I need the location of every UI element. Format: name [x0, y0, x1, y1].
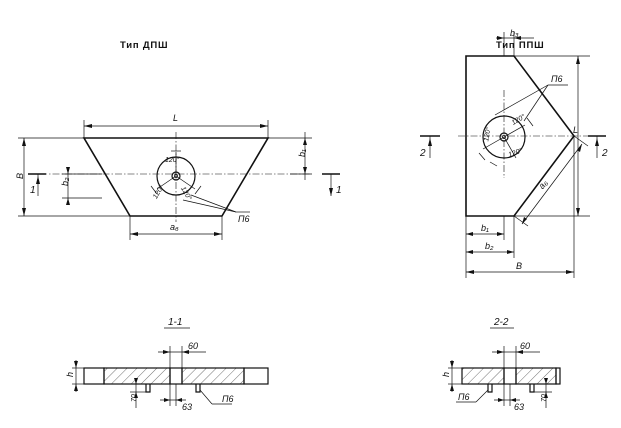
- ppsh-dim-b1: b₁: [481, 223, 489, 233]
- ppsh-plan-view: 120° 120° 120° П6 b₃ L a₆ b₁: [419, 28, 608, 278]
- ppsh-angle-1: 120°: [510, 113, 527, 127]
- dpsh-dim-l: L: [173, 113, 178, 123]
- section-1-1-label-p6: П6: [222, 394, 234, 404]
- section-1-1-title: 1-1: [168, 317, 182, 328]
- section-1-1-body-left: [103, 367, 171, 385]
- dpsh-angle-left: 120°: [151, 183, 165, 200]
- section-2-2: 2-2 60 h П6 63: [441, 317, 561, 412]
- section-2-2-dim-60: 60: [520, 341, 530, 351]
- section-2-2-hole: [503, 367, 517, 385]
- section-1-1-dim-63: 63: [182, 402, 192, 412]
- ppsh-angle-2: 120°: [482, 126, 492, 142]
- dpsh-dim-b1: b₁: [297, 149, 307, 157]
- section-1-1-body-right: [181, 367, 245, 385]
- cut-2-left-label: 2: [419, 148, 426, 159]
- section-1-1-dim-60: 60: [188, 341, 198, 351]
- section-2-2-dim-63: 63: [514, 402, 524, 412]
- ppsh-dim-a6: a₆: [536, 178, 549, 191]
- section-2-2-dim-70: 70: [541, 394, 548, 402]
- section-2-2-body-left: [461, 367, 505, 385]
- section-1-1-dim-h: h: [65, 372, 75, 377]
- title-type-ppsh: Тип ППШ: [496, 40, 544, 51]
- dpsh-dim-b: B: [15, 173, 25, 179]
- ppsh-center-hole: [499, 132, 509, 142]
- ppsh-dim-b2: b₂: [485, 241, 494, 251]
- section-2-2-end-right: [555, 367, 561, 385]
- dpsh-angle-top: 120°: [165, 156, 180, 164]
- section-2-2-title: 2-2: [493, 317, 509, 328]
- section-1-1-hole: [169, 367, 183, 385]
- cut-1-left-label: 1: [30, 185, 36, 196]
- ppsh-bolt-circle: [482, 115, 526, 159]
- dpsh-label-p6: П6: [238, 214, 250, 224]
- ppsh-dim-b3: b₃: [510, 28, 519, 38]
- dpsh-dim-a6: a₆: [170, 222, 179, 232]
- section-2-2-label-p6: П6: [458, 392, 470, 402]
- ppsh-dim-l: L: [573, 125, 578, 135]
- section-2-2-body-right: [515, 367, 557, 385]
- ppsh-slab-outline: [465, 55, 575, 217]
- section-1-1-end-left: [83, 367, 105, 385]
- cut-2-right-label: 2: [601, 148, 608, 159]
- dpsh-plan-view: 120° 120° 120° П6 L B b₂ b₁: [15, 113, 342, 240]
- ppsh-dim-b: B: [516, 261, 522, 271]
- dpsh-dim-b2: b₂: [60, 177, 70, 186]
- ppsh-label-p6: П6: [551, 74, 563, 84]
- section-1-1: 1-1 60 h 70 63: [65, 317, 269, 412]
- title-type-dpsh: Тип ДПШ: [120, 40, 168, 51]
- section-2-2-dim-h: h: [441, 372, 451, 377]
- section-1-1-end-right: [243, 367, 269, 385]
- section-1-1-dim-70: 70: [131, 394, 138, 402]
- cut-1-right-label: 1: [336, 185, 342, 196]
